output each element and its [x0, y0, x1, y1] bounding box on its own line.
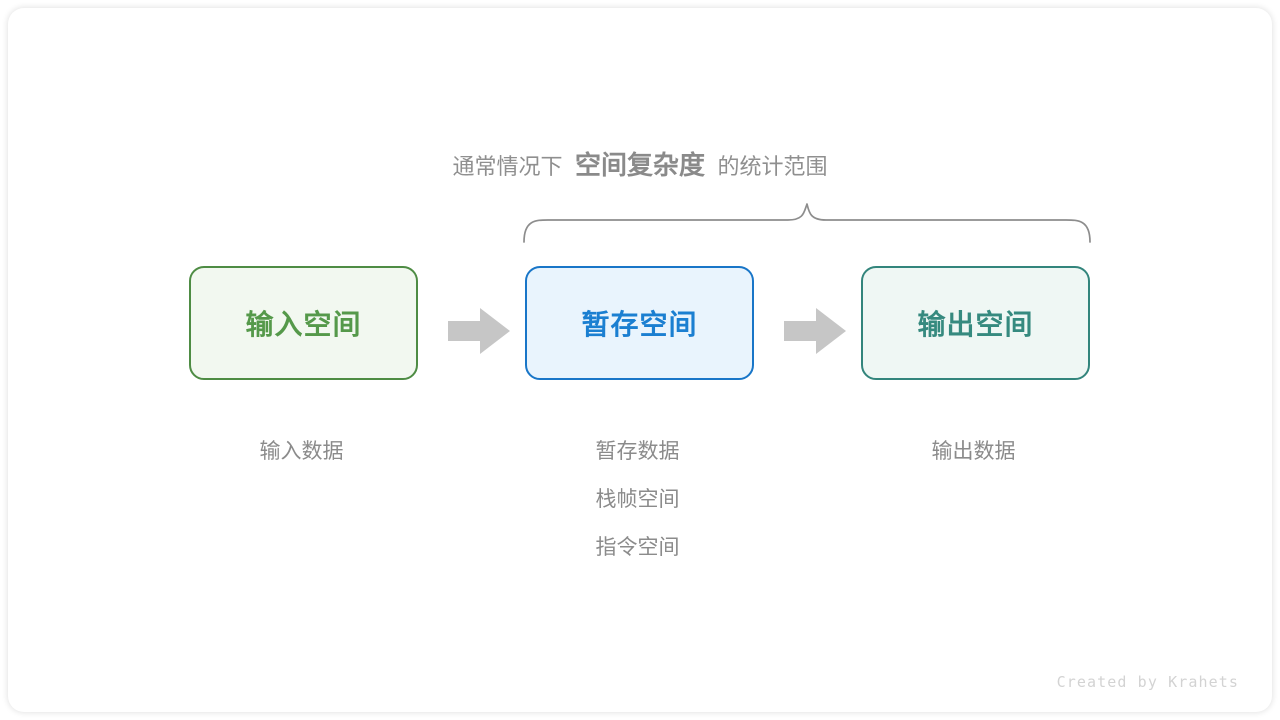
page-title: 通常情况下 空间复杂度 的统计范围	[8, 152, 1272, 178]
box-input-space[interactable]: 输入空间	[189, 266, 418, 380]
right-block-arrow-icon-1	[448, 308, 510, 354]
watermark-credit: Created by Krahets	[1056, 673, 1239, 691]
box-output-space-label: 输出空间	[917, 309, 1034, 340]
caption-column-input: 输入数据	[187, 428, 416, 476]
title-prefix: 通常情况下	[452, 154, 563, 179]
caption-line: 栈帧空间	[595, 488, 680, 511]
title-emphasis: 空间复杂度	[574, 150, 705, 180]
box-input-space-label: 输入空间	[245, 309, 362, 340]
caption-column-output: 输出数据	[859, 428, 1088, 476]
diagram-canvas: 通常情况下 空间复杂度 的统计范围 输入空间 暂存空间 输出空间 输入数据 暂存…	[8, 8, 1272, 712]
caption-column-buffer: 暂存数据 栈帧空间 指令空间	[523, 428, 752, 572]
right-block-arrow-icon-2	[784, 308, 846, 354]
box-buffer-space-label: 暂存空间	[581, 309, 698, 340]
caption-line: 指令空间	[595, 536, 680, 559]
caption-line: 输入数据	[259, 440, 344, 463]
box-output-space[interactable]: 输出空间	[861, 266, 1090, 380]
title-suffix: 的统计范围	[717, 154, 828, 179]
caption-line: 输出数据	[931, 440, 1016, 463]
box-buffer-space[interactable]: 暂存空间	[525, 266, 754, 380]
caption-line: 暂存数据	[595, 440, 680, 463]
